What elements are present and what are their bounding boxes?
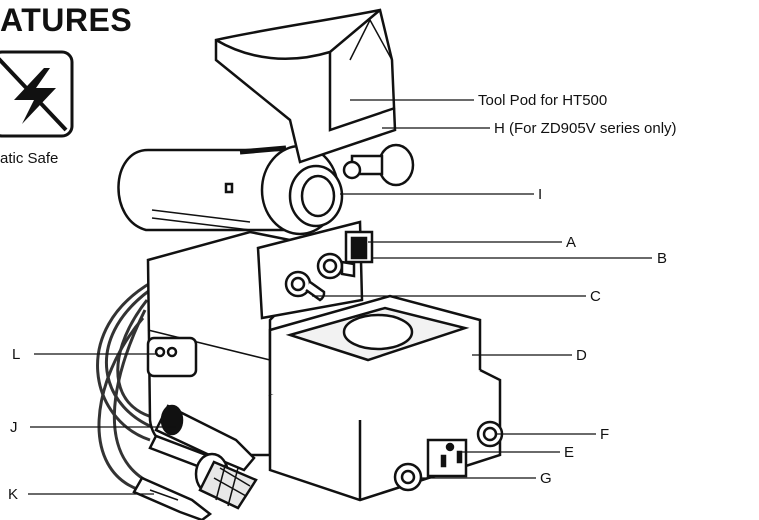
callout-g: G xyxy=(540,470,552,487)
tool-pod xyxy=(214,8,415,187)
static-safe-label: atic Safe xyxy=(0,150,59,167)
callout-e: E xyxy=(564,444,575,461)
callout-d: D xyxy=(576,347,587,364)
callout-c: C xyxy=(590,288,601,305)
callout-j: J xyxy=(10,419,18,436)
section-title: ATURES xyxy=(0,2,133,38)
callout-b: B xyxy=(657,250,668,267)
callout-k: K xyxy=(8,486,19,503)
cable-bundle xyxy=(96,280,176,492)
handpiece-filter xyxy=(148,434,258,510)
callout-h: H (For ZD905V series only) xyxy=(494,120,677,137)
callout-leaders xyxy=(28,99,652,495)
air-fittings xyxy=(393,420,504,492)
static-safe-icon xyxy=(0,50,74,138)
handpiece-k xyxy=(132,476,213,520)
callout-a: A xyxy=(566,234,577,251)
callout-f: F xyxy=(600,426,610,443)
control-panel xyxy=(256,220,374,320)
iron-holder xyxy=(117,144,344,236)
callout-tool-pod: Tool Pod for HT500 xyxy=(478,92,608,109)
callout-l: L xyxy=(12,346,21,363)
callout-i: I xyxy=(538,186,543,203)
